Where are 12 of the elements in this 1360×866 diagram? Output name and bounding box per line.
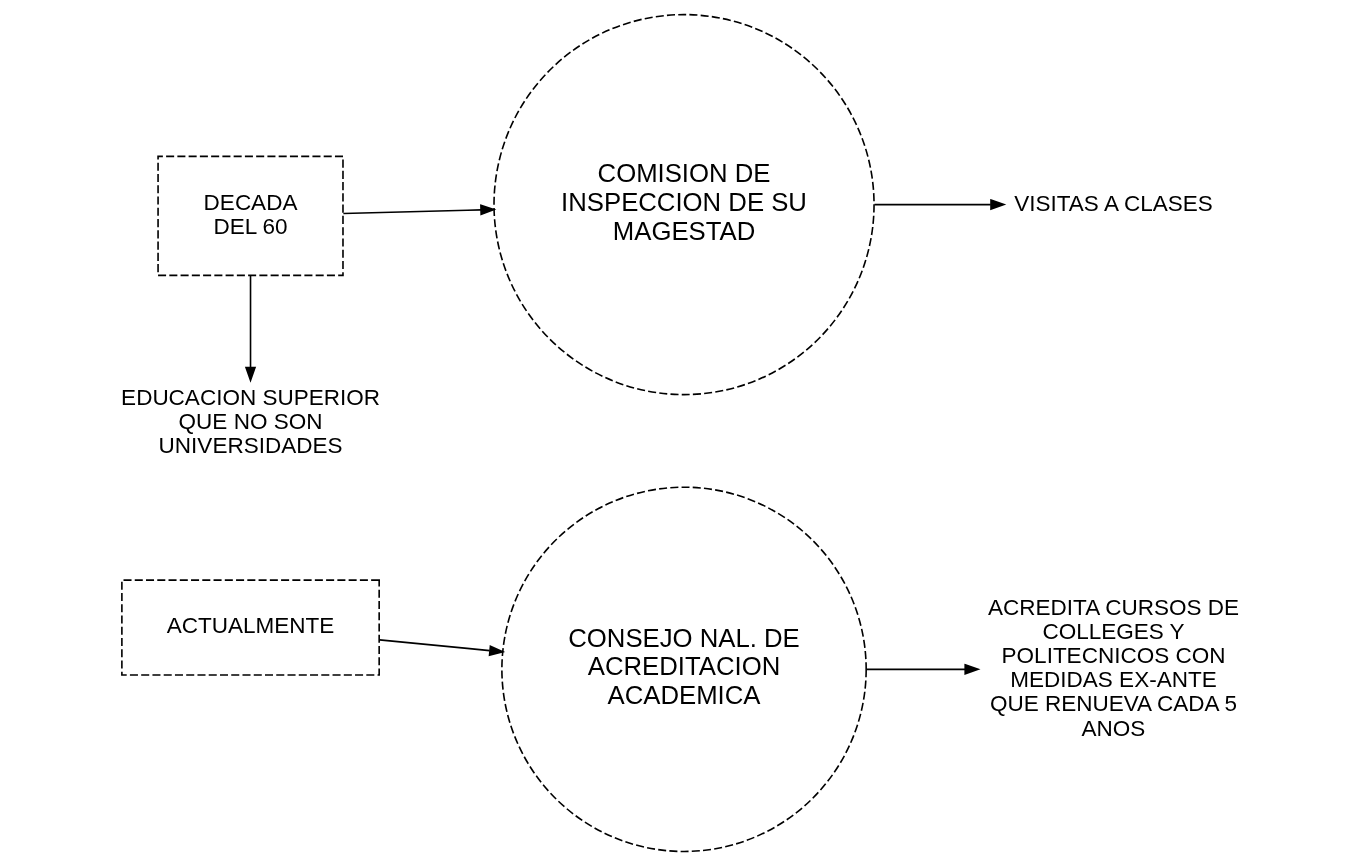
node-text: EDUCACION SUPERIOR QUE NO SON UNIVERSIDADES bbox=[121, 385, 380, 459]
arrow bbox=[342, 204, 497, 216]
arrow bbox=[873, 198, 1007, 211]
arrow bbox=[865, 663, 981, 675]
node-box: ACTUALMENTE bbox=[121, 579, 380, 676]
node-text: ACREDITA CURSOS DE COLLEGES Y POLITECNICOS CON MEDIDAS EX-ANTE QUE RENUEVA CADA 5 ANOS bbox=[988, 594, 1239, 741]
node-circle: CONSEJO NAL. DE ACREDITACION ACADEMICA bbox=[501, 486, 867, 853]
node-text: VISITAS A CLASES bbox=[1014, 190, 1213, 216]
node-box: DECADA DEL 60 bbox=[157, 155, 344, 277]
arrow bbox=[244, 274, 257, 383]
arrow bbox=[378, 639, 506, 657]
node-circle: COMISION DE INSPECCION DE SU MAGESTAD bbox=[493, 13, 875, 396]
